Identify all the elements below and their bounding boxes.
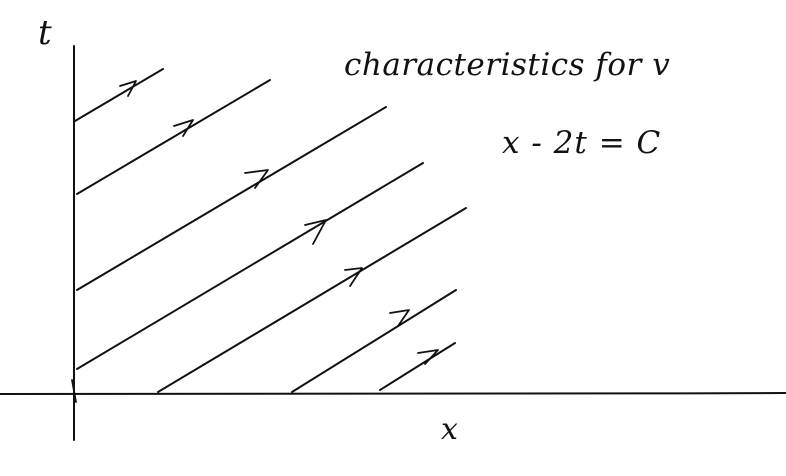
characteristic-lines <box>74 68 467 393</box>
characteristic-line-4 <box>76 162 424 370</box>
characteristic-line-5 <box>157 207 467 393</box>
origin-tick <box>71 379 77 403</box>
arrow-6 <box>389 309 410 327</box>
characteristic-line-3 <box>76 106 387 291</box>
x-axis-line <box>0 392 786 396</box>
characteristic-line-1 <box>74 68 164 122</box>
characteristic-equation: x - 2t = C <box>502 125 662 161</box>
characteristics-title: characteristics for v <box>344 47 671 83</box>
arrow-2 <box>173 119 194 137</box>
arrow-7 <box>417 349 439 365</box>
t-axis-label: t <box>38 13 52 53</box>
characteristic-line-2 <box>76 79 271 195</box>
x-axis-label: x <box>441 412 458 447</box>
characteristic-line-7 <box>379 342 456 391</box>
characteristic-line-6 <box>291 289 457 393</box>
arrow-1 <box>119 80 137 97</box>
arrow-3 <box>244 169 269 189</box>
direction-arrows <box>119 80 439 365</box>
arrow-4 <box>304 219 327 245</box>
arrow-5 <box>344 267 363 287</box>
